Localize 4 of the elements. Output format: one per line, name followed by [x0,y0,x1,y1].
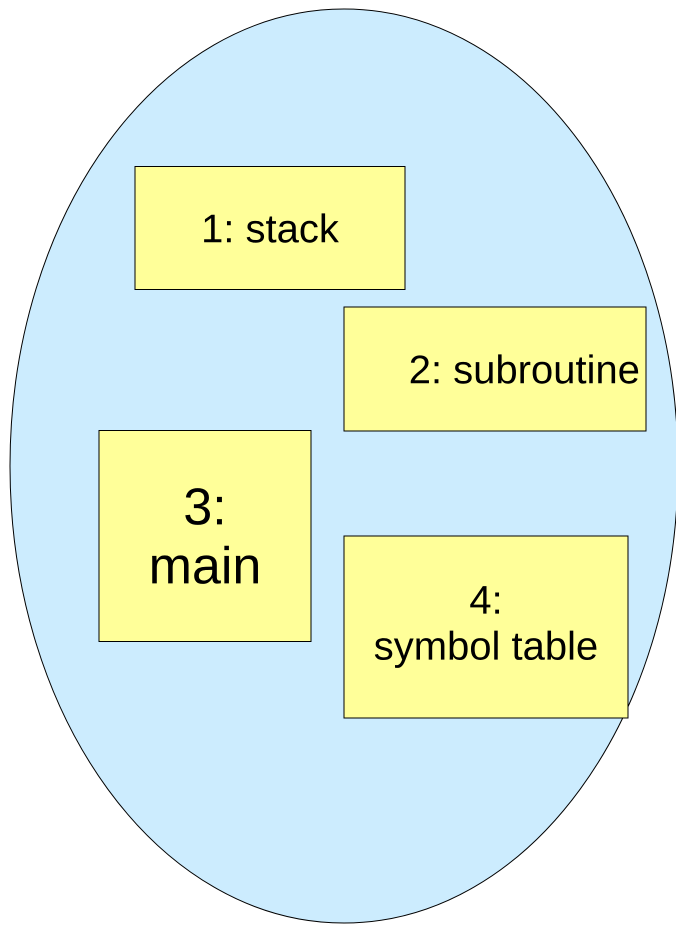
text-box: 1: stack [134,166,406,290]
text-box: 3: main [98,430,312,642]
text-box: 2: subroutine [344,306,646,432]
text-box: 4: symbol table [344,536,628,718]
